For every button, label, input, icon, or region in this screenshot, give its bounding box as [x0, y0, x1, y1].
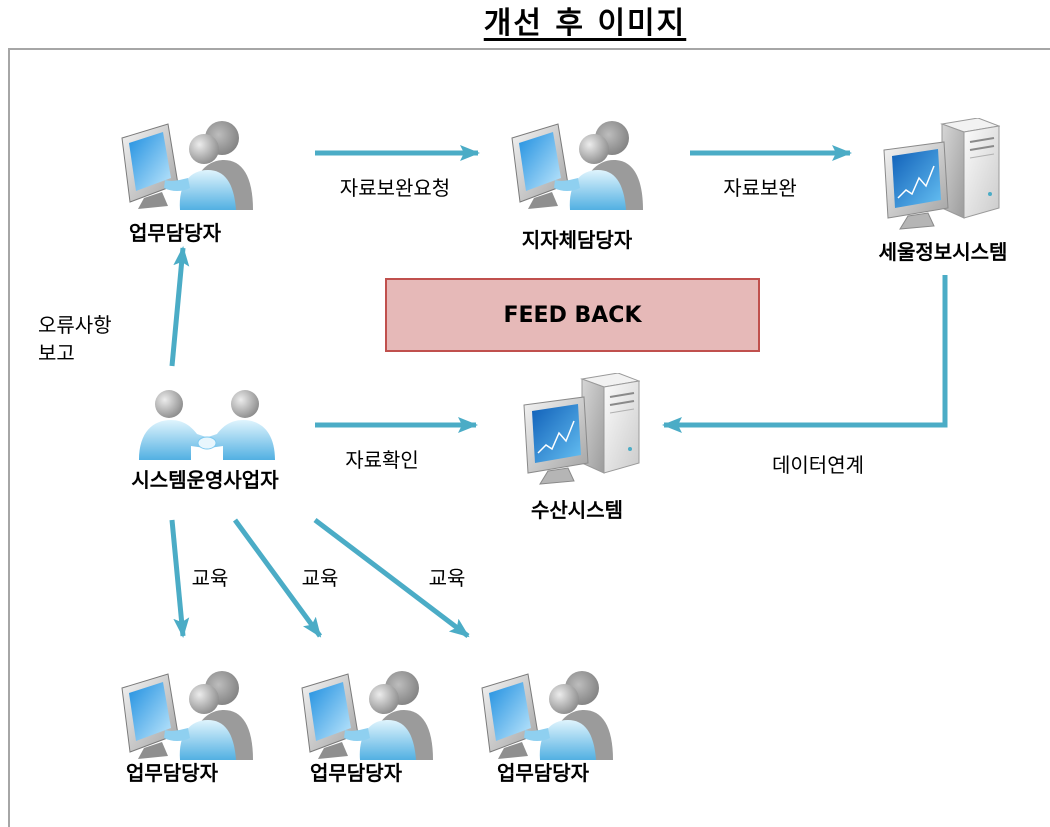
node-label-worker-bottom-3: 업무담당자 — [497, 761, 589, 785]
arrow-education-1 — [169, 519, 190, 638]
edge-label-request: 자료보완요청 — [339, 176, 451, 200]
node-label-seoul-info-system: 세울정보시스템 — [878, 240, 1008, 264]
node-label-worker-top: 업무담당자 — [129, 221, 221, 245]
person-at-computer-icon — [301, 670, 433, 760]
edge-label-error-report: 오류사항 보고 — [38, 311, 112, 367]
edge-label-line: 오류사항 — [38, 313, 112, 337]
desktop-computer-icon — [883, 118, 1000, 230]
node-label-system-operator: 시스템운영사업자 — [131, 468, 279, 492]
arrow-data-link — [662, 275, 948, 433]
node-label-worker-bottom-1: 업무담당자 — [126, 761, 218, 785]
edge-label-education-1: 교육 — [191, 566, 229, 590]
diagram-title: 개선 후 이미지 — [483, 6, 687, 41]
node-label-fisheries-system: 수산시스템 — [531, 498, 623, 522]
arrow-education-2 — [232, 518, 323, 638]
desktop-computer-icon — [523, 373, 640, 485]
edge-label-data-link: 데이터연계 — [772, 453, 864, 477]
handshake-icon — [138, 389, 276, 460]
node-label-local-gov-staff: 지자체담당자 — [521, 228, 633, 252]
arrow-error-report — [169, 246, 190, 367]
person-at-computer-icon — [481, 670, 613, 760]
edge-label-education-3: 교육 — [428, 566, 466, 590]
edge-label-data-check: 자료확인 — [345, 448, 419, 472]
node-label-worker-bottom-2: 업무담당자 — [310, 761, 402, 785]
person-at-computer-icon — [121, 120, 253, 210]
edge-label-supplement: 자료보완 — [723, 176, 797, 200]
feedback-box: FEED BACK — [385, 278, 760, 352]
diagram-frame — [8, 48, 1050, 827]
person-at-computer-icon — [121, 670, 253, 760]
arrow-education-3 — [313, 518, 470, 638]
edge-label-education-2: 교육 — [301, 566, 339, 590]
person-at-computer-icon — [511, 120, 643, 210]
edge-label-line: 보고 — [38, 341, 75, 365]
